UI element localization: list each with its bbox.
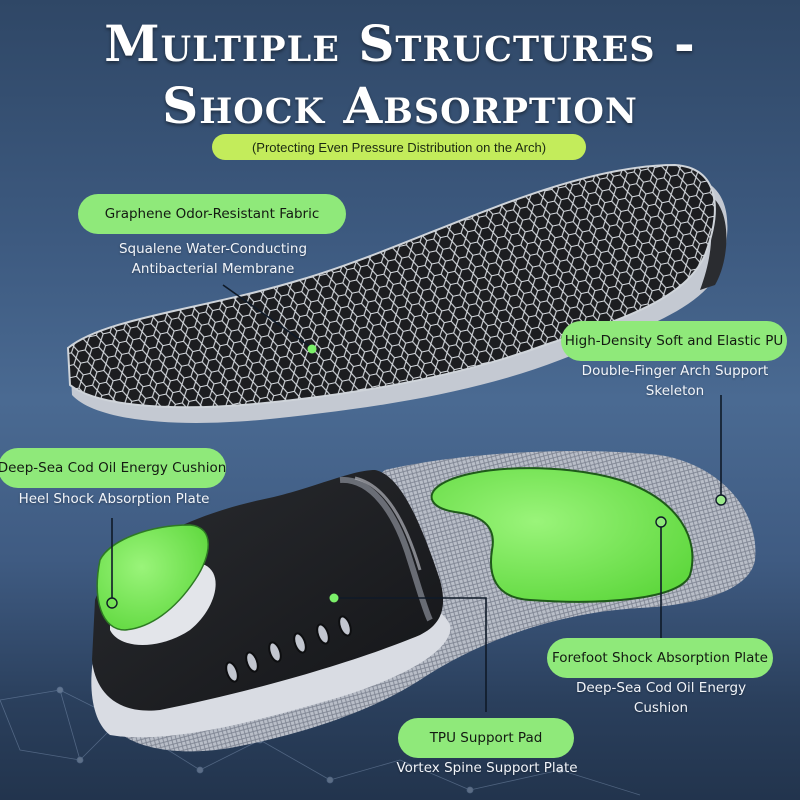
callout-forefoot-description: Deep-Sea Cod Oil Energy Cushion bbox=[550, 678, 772, 718]
callout-heel-label-text: Deep-Sea Cod Oil Energy Cushion bbox=[0, 460, 227, 476]
marker-heel bbox=[106, 597, 118, 609]
callout-fabric-desc-line-2: Antibacterial Membrane bbox=[131, 261, 295, 277]
marker-tpu bbox=[329, 593, 339, 603]
heel-cushion bbox=[96, 524, 209, 631]
callout-fabric-label: Graphene Odor-Resistant Fabric bbox=[78, 194, 346, 234]
callout-tpu-desc-line-1: Vortex Spine Support Plate bbox=[396, 760, 578, 776]
callout-forefoot-label: Forefoot Shock Absorption Plate bbox=[547, 638, 773, 678]
callout-fabric-label-text: Graphene Odor-Resistant Fabric bbox=[104, 206, 320, 222]
callout-pu-description: Double-Finger Arch Support Skeleton bbox=[560, 361, 790, 401]
callout-heel-label: Deep-Sea Cod Oil Energy Cushion bbox=[0, 448, 226, 488]
leader-lines bbox=[111, 284, 722, 712]
callout-pu-label: High-Density Soft and Elastic PU bbox=[561, 321, 787, 361]
callout-tpu-label: TPU Support Pad bbox=[398, 718, 574, 758]
callout-pu-desc-line-2: Skeleton bbox=[645, 383, 705, 399]
marker-pu bbox=[715, 494, 727, 506]
title-line-2: Shock Absorption bbox=[162, 76, 638, 135]
marker-fabric bbox=[307, 344, 317, 354]
vent-holes bbox=[225, 615, 352, 683]
callout-forefoot-label-text: Forefoot Shock Absorption Plate bbox=[551, 650, 768, 666]
callout-pu-label-text: High-Density Soft and Elastic PU bbox=[564, 333, 784, 349]
network-pattern bbox=[0, 686, 641, 796]
callout-heel-description: Heel Shock Absorption Plate bbox=[4, 489, 224, 509]
callout-tpu-description: Vortex Spine Support Plate bbox=[380, 758, 594, 778]
top-insole-hex-surface bbox=[66, 163, 716, 409]
callout-tpu-label-text: TPU Support Pad bbox=[429, 730, 543, 746]
forefoot-cushion bbox=[430, 467, 694, 603]
callout-heel-desc-line-1: Heel Shock Absorption Plate bbox=[18, 491, 210, 507]
callout-fabric-desc-line-1: Squalene Water-Conducting bbox=[118, 241, 308, 257]
marker-forefoot bbox=[655, 516, 667, 528]
callout-fabric-description: Squalene Water-Conducting Antibacterial … bbox=[88, 239, 338, 279]
title-line-1: Multiple Structures - bbox=[104, 14, 696, 73]
subtitle-text: (Protecting Even Pressure Distribution o… bbox=[251, 139, 547, 155]
subtitle-pill: (Protecting Even Pressure Distribution o… bbox=[212, 134, 586, 160]
callout-pu-desc-line-1: Double-Finger Arch Support bbox=[581, 363, 769, 379]
callout-forefoot-desc-line-1: Deep-Sea Cod Oil Energy bbox=[575, 680, 747, 696]
callout-forefoot-desc-line-2: Cushion bbox=[633, 700, 689, 716]
